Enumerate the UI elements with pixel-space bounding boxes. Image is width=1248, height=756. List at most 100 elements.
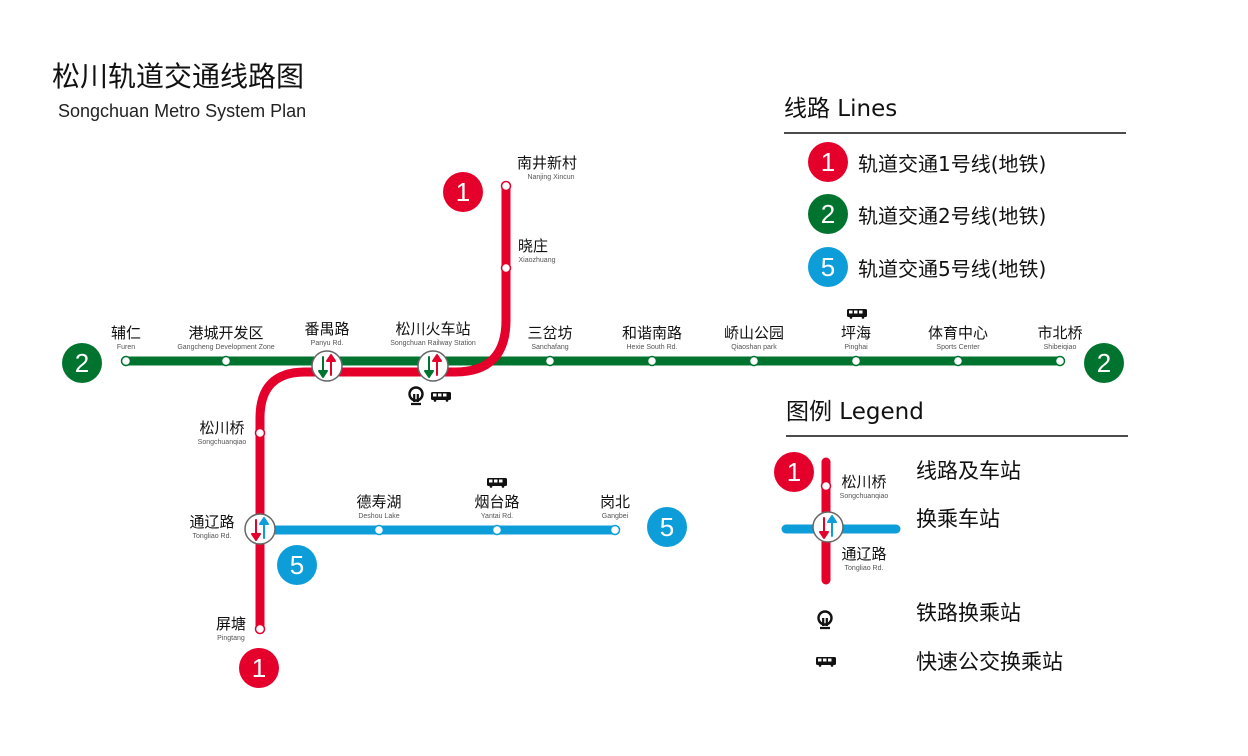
station-deshou[interactable]: 德寿湖 Deshou Lake <box>356 493 402 536</box>
svg-text:三岔坊: 三岔坊 <box>527 324 572 342</box>
line-1-track <box>255 181 511 634</box>
interchange-icon <box>311 350 343 382</box>
svg-text:2: 2 <box>75 348 89 378</box>
svg-text:峤山公园: 峤山公园 <box>724 324 784 342</box>
legend-sample-badge: 1 <box>774 452 814 492</box>
svg-text:岗北: 岗北 <box>600 493 630 511</box>
lines-panel: 线路 Lines 1 轨道交通1号线(地铁) 2 轨道交通2号线(地铁) 5 轨… <box>784 96 1126 287</box>
svg-text:屏塘: 屏塘 <box>216 615 246 633</box>
brt-icon <box>487 478 507 488</box>
svg-text:5: 5 <box>290 550 304 580</box>
svg-text:Pingtang: Pingtang <box>217 635 245 642</box>
svg-text:Songchuan Railway Station: Songchuan Railway Station <box>390 340 476 347</box>
svg-text:Shibeiqiao: Shibeiqiao <box>1044 344 1077 351</box>
legend-line-and-station: 线路及车站 <box>916 459 1021 483</box>
station-sports[interactable]: 体育中心 Sports Center <box>928 324 988 367</box>
svg-text:Qiaoshan park: Qiaoshan park <box>731 344 777 351</box>
station-qiaoshan[interactable]: 峤山公园 Qiaoshan park <box>724 324 784 367</box>
svg-text:港城开发区: 港城开发区 <box>188 324 263 342</box>
svg-text:Sanchafang: Sanchafang <box>531 344 568 351</box>
svg-text:1: 1 <box>252 653 266 683</box>
svg-text:5: 5 <box>660 512 674 542</box>
page-title: 松川轨道交通线路图 <box>52 60 304 93</box>
railway-icon <box>817 610 833 630</box>
legend-sample-station-cn: 松川桥 <box>841 473 886 491</box>
svg-text:1: 1 <box>456 177 470 207</box>
station-railway[interactable]: 松川火车站 Songchuan Railway Station <box>390 320 476 406</box>
legend-sample-interchange-en: Tongliao Rd. <box>845 565 884 572</box>
line-1-badge-top[interactable]: 1 <box>443 172 483 212</box>
svg-text:Gangbei: Gangbei <box>602 513 629 520</box>
legend-sample-station <box>820 480 832 492</box>
svg-text:体育中心: 体育中心 <box>928 324 988 342</box>
line-1-badge-bottom[interactable]: 1 <box>239 648 279 688</box>
station-xiaozhuang[interactable]: 晓庄 Xiaozhuang <box>500 237 556 274</box>
lines-item-5[interactable]: 5 轨道交通5号线(地铁) <box>808 247 1046 287</box>
legend-brt: 快速公交换乘站 <box>916 650 1063 674</box>
svg-text:辅仁: 辅仁 <box>111 324 141 342</box>
railway-icon <box>408 386 424 406</box>
svg-text:番禺路: 番禺路 <box>304 320 349 338</box>
legend-interchange: 换乘车站 <box>916 507 1000 531</box>
svg-text:5: 5 <box>821 252 835 282</box>
brt-icon <box>847 309 867 319</box>
svg-text:Yantai Rd.: Yantai Rd. <box>481 513 513 520</box>
station-pingtang[interactable]: 屏塘 Pingtang <box>216 615 266 642</box>
svg-text:通辽路: 通辽路 <box>189 513 234 531</box>
svg-text:Nanjing Xincun: Nanjing Xincun <box>527 174 574 181</box>
station-shibeiqiao[interactable]: 市北桥 Shibeiqiao <box>1037 324 1083 367</box>
svg-text:和谐南路: 和谐南路 <box>622 324 682 342</box>
line-2-badge-left[interactable]: 2 <box>62 343 102 383</box>
svg-text:德寿湖: 德寿湖 <box>356 493 401 511</box>
svg-text:松川桥: 松川桥 <box>199 419 244 437</box>
page-subtitle: Songchuan Metro System Plan <box>58 101 306 121</box>
station-panyu[interactable]: 番禺路 Panyu Rd. <box>304 320 350 382</box>
svg-text:Panyu Rd.: Panyu Rd. <box>311 340 344 347</box>
line-5-badge-right[interactable]: 5 <box>647 507 687 547</box>
brt-icon <box>816 657 836 667</box>
svg-text:Deshou Lake: Deshou Lake <box>358 513 399 520</box>
svg-text:2: 2 <box>821 199 835 229</box>
interchange-icon <box>812 511 844 543</box>
station-tongliao[interactable]: 通辽路 Tongliao Rd. <box>189 513 276 545</box>
svg-text:Songchuanqiao: Songchuanqiao <box>198 439 247 446</box>
lines-item-2[interactable]: 2 轨道交通2号线(地铁) <box>808 194 1046 234</box>
station-gangbei[interactable]: 岗北 Gangbei <box>600 493 630 536</box>
legend-heading: 图例 Legend <box>786 399 924 425</box>
station-yantai[interactable]: 烟台路 Yantai Rd. <box>474 478 520 536</box>
svg-text:Sports Center: Sports Center <box>936 344 980 351</box>
svg-text:烟台路: 烟台路 <box>474 493 519 511</box>
line-5-badge-left[interactable]: 5 <box>277 545 317 585</box>
interchange-icon <box>417 350 449 382</box>
svg-text:Xiaozhuang: Xiaozhuang <box>519 257 556 264</box>
legend-sample-station-en: Songchuanqiao <box>840 493 889 500</box>
svg-text:晓庄: 晓庄 <box>518 237 548 255</box>
svg-text:Gangcheng Development Zone: Gangcheng Development Zone <box>177 344 274 351</box>
legend-sample-interchange-cn: 通辽路 <box>841 545 886 563</box>
lines-item-1[interactable]: 1 轨道交通1号线(地铁) <box>808 142 1046 182</box>
station-songchuanqiao[interactable]: 松川桥 Songchuanqiao <box>198 419 266 446</box>
svg-text:Hexie South Rd.: Hexie South Rd. <box>627 344 678 351</box>
station-hexie[interactable]: 和谐南路 Hexie South Rd. <box>622 324 682 367</box>
interchange-icon <box>244 513 276 545</box>
svg-text:Tongliao Rd.: Tongliao Rd. <box>193 533 232 540</box>
svg-text:坪海: 坪海 <box>841 324 871 342</box>
lines-heading: 线路 Lines <box>784 96 897 122</box>
svg-text:轨道交通5号线(地铁): 轨道交通5号线(地铁) <box>858 257 1046 281</box>
svg-text:轨道交通1号线(地铁): 轨道交通1号线(地铁) <box>858 152 1046 176</box>
svg-text:1: 1 <box>821 147 835 177</box>
legend-railway: 铁路换乘站 <box>916 601 1021 625</box>
station-sanchafang[interactable]: 三岔坊 Sanchafang <box>527 324 573 367</box>
svg-text:松川火车站: 松川火车站 <box>395 320 470 338</box>
line-2-badge-right[interactable]: 2 <box>1084 343 1124 383</box>
svg-text:2: 2 <box>1097 348 1111 378</box>
svg-text:南井新村: 南井新村 <box>517 154 577 172</box>
brt-icon <box>431 392 451 402</box>
legend-panel: 图例 Legend 1 松川桥 Songchuanqiao 通辽路 Tongli… <box>774 399 1128 674</box>
station-furen[interactable]: 辅仁 Furen <box>111 324 141 367</box>
station-nanjingxincun[interactable]: 南井新村 Nanjing Xincun <box>500 154 578 192</box>
svg-text:Pinghai: Pinghai <box>844 344 868 351</box>
station-pinghai[interactable]: 坪海 Pinghai <box>841 309 871 367</box>
station-gangcheng[interactable]: 港城开发区 Gangcheng Development Zone <box>177 324 275 367</box>
